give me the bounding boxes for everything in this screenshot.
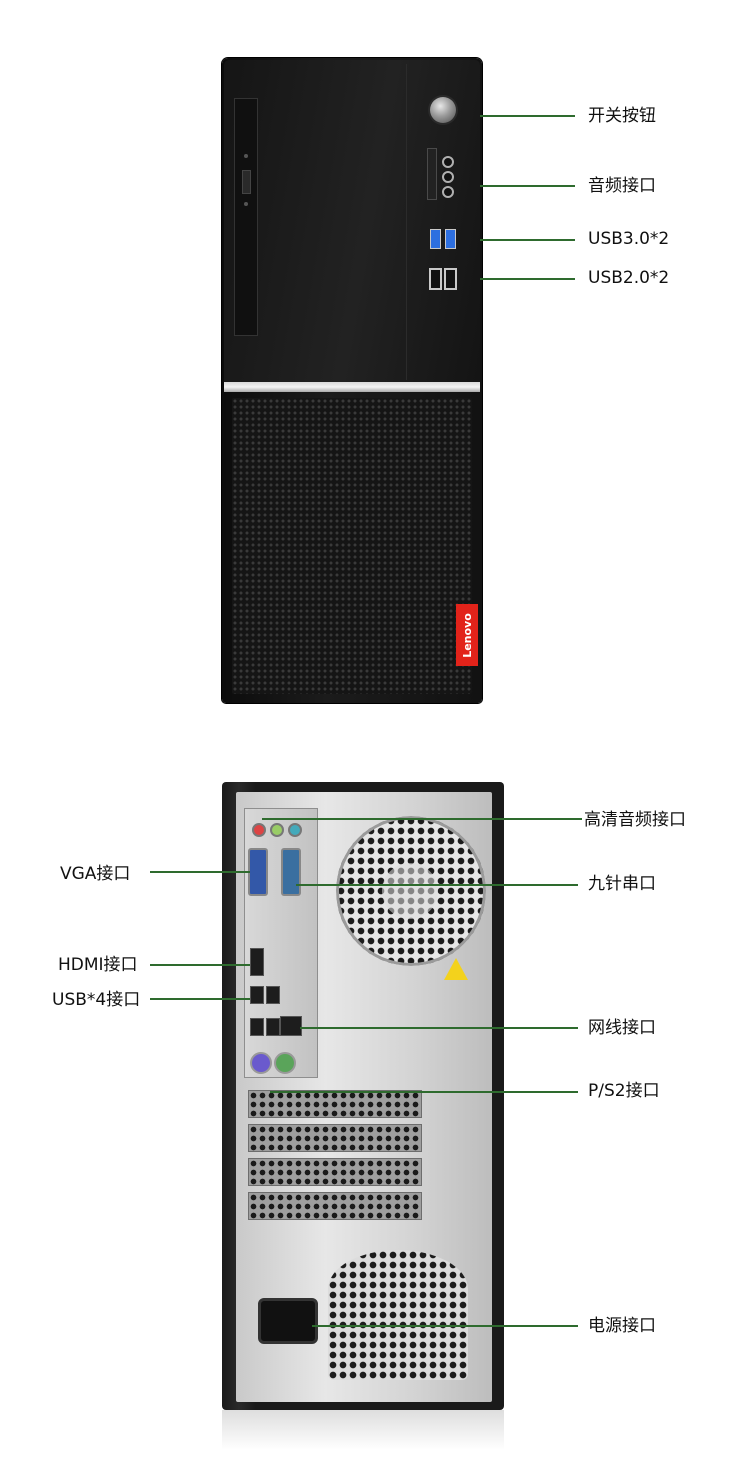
bezel-divider <box>406 64 407 380</box>
hdmi-port <box>250 948 264 976</box>
power-socket-leader-line <box>312 1325 578 1327</box>
power-leader-line <box>480 115 575 117</box>
front-audio-jack-1 <box>442 156 454 168</box>
fan-hub <box>382 863 438 919</box>
front-usb3-port-1 <box>430 229 441 249</box>
usb2-leader-line <box>480 278 575 280</box>
hdmi-leader-line <box>150 964 250 966</box>
rear-usb-port-4 <box>266 1018 280 1036</box>
usb3-leader-line <box>480 239 575 241</box>
rear-usb-port-1 <box>250 986 264 1004</box>
drive-led <box>244 154 248 158</box>
rear-usb-port-2 <box>266 986 280 1004</box>
ps2-port-label: P/S2接口 <box>588 1081 660 1101</box>
drive-pinhole <box>244 202 248 206</box>
vga-port <box>248 848 268 896</box>
front-usb2-port-2 <box>444 268 457 290</box>
psu-fan-grille <box>328 1250 468 1380</box>
audio-port-label: 音频接口 <box>588 176 656 196</box>
front-usb3-port-2 <box>445 229 456 249</box>
front-audio-jack-3 <box>442 186 454 198</box>
vga-leader-line <box>150 871 250 873</box>
expansion-slot-4 <box>248 1192 422 1220</box>
rear-fan-grille <box>336 816 486 966</box>
audio-leader-line <box>480 185 575 187</box>
usb4-leader-line <box>150 998 250 1000</box>
ps2-mouse-port <box>274 1052 296 1074</box>
front-usb2-port-1 <box>429 268 442 290</box>
rear-audio-jack-green <box>270 823 284 837</box>
usb4-label: USB*4接口 <box>52 990 141 1010</box>
power-socket-label: 电源接口 <box>588 1316 656 1336</box>
power-button-icon <box>430 97 456 123</box>
usb2-label: USB2.0*2 <box>588 268 670 288</box>
power-socket <box>258 1298 318 1344</box>
hdmi-label: HDMI接口 <box>58 955 138 975</box>
ps2-leader-line <box>270 1091 578 1093</box>
ethernet-port <box>280 1016 302 1036</box>
serial-leader-line <box>296 884 578 886</box>
expansion-slot-2 <box>248 1124 422 1152</box>
front-mesh-panel <box>232 398 472 694</box>
vga-label: VGA接口 <box>60 864 131 884</box>
lan-leader-line <box>300 1027 578 1029</box>
card-reader-slot <box>427 148 437 200</box>
usb3-label: USB3.0*2 <box>588 229 670 249</box>
hd-audio-label: 高清音频接口 <box>584 810 686 830</box>
hd-audio-leader-line <box>262 818 582 820</box>
serial-port <box>281 848 301 896</box>
expansion-slot-1 <box>248 1090 422 1118</box>
silver-band <box>224 382 480 392</box>
serial-port-label: 九针串口 <box>588 874 656 894</box>
drive-eject-button <box>242 170 251 194</box>
power-button-label: 开关按钮 <box>588 106 656 126</box>
rear-usb-port-3 <box>250 1018 264 1036</box>
floor-reflection <box>222 1410 504 1450</box>
rear-audio-jack-blue <box>288 823 302 837</box>
optical-drive <box>234 98 258 336</box>
lenovo-logo: Lenovo <box>456 604 478 666</box>
expansion-slot-3 <box>248 1158 422 1186</box>
rear-audio-jack-red <box>252 823 266 837</box>
lan-port-label: 网线接口 <box>588 1018 656 1038</box>
front-audio-jack-2 <box>442 171 454 183</box>
ps2-keyboard-port <box>250 1052 272 1074</box>
